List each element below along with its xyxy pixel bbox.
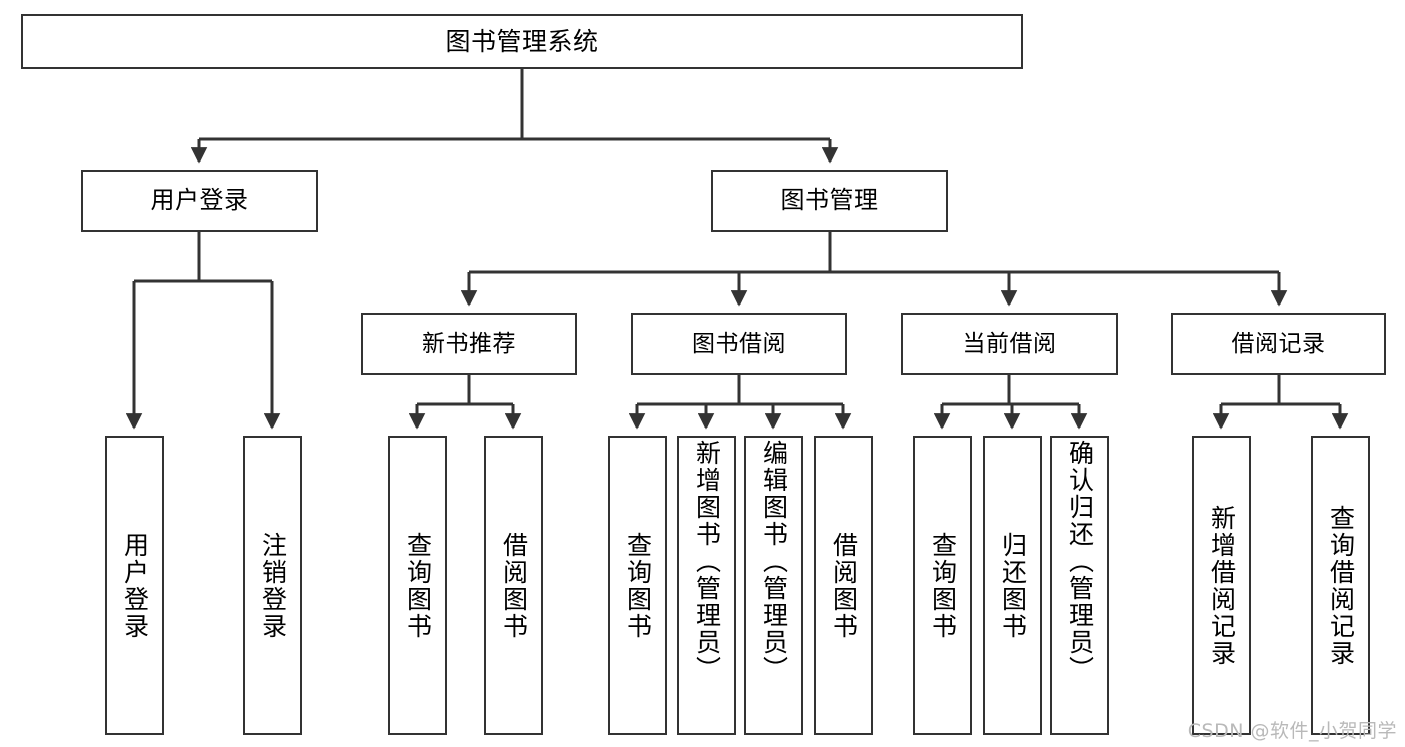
node-label: 用户登录 xyxy=(120,531,150,640)
node-label: 新书推荐 xyxy=(422,330,516,357)
node-label: 图书借阅 xyxy=(692,330,786,357)
node-new-book-recommend[interactable]: 新书推荐 xyxy=(361,313,577,375)
node-label: 查询图书 xyxy=(928,531,958,640)
node-book-borrow[interactable]: 图书借阅 xyxy=(631,313,847,375)
node-leaf-add-borrow-record[interactable]: 新增借阅记录 xyxy=(1192,436,1251,735)
node-label: 注销登录 xyxy=(258,531,288,640)
node-label: 借阅图书 xyxy=(499,531,529,640)
node-leaf-edit-book-admin[interactable]: 编辑图书（管理员） xyxy=(744,436,803,735)
node-leaf-query-book-borrow[interactable]: 查询图书 xyxy=(608,436,667,735)
node-leaf-confirm-return-admin[interactable]: 确认归还（管理员） xyxy=(1050,436,1109,735)
node-label: 图书管理 xyxy=(780,186,879,215)
node-leaf-add-book-admin[interactable]: 新增图书（管理员） xyxy=(677,436,736,735)
node-label: 查询借阅记录 xyxy=(1326,504,1356,667)
node-user-login[interactable]: 用户登录 xyxy=(81,170,318,232)
node-borrow-record[interactable]: 借阅记录 xyxy=(1171,313,1386,375)
watermark-text: CSDN @软件_小贺同学 xyxy=(1187,720,1397,742)
node-leaf-borrow-book-recommend[interactable]: 借阅图书 xyxy=(484,436,543,735)
node-label: 确认归还（管理员） xyxy=(1065,440,1095,683)
node-leaf-query-borrow-record[interactable]: 查询借阅记录 xyxy=(1311,436,1370,735)
node-label: 借阅图书 xyxy=(829,531,859,640)
node-leaf-user-login[interactable]: 用户登录 xyxy=(105,436,164,735)
node-root-system[interactable]: 图书管理系统 xyxy=(21,14,1023,69)
node-label: 新增图书（管理员） xyxy=(692,440,722,683)
node-label: 查询图书 xyxy=(623,531,653,640)
node-label: 新增借阅记录 xyxy=(1207,504,1237,667)
node-label: 查询图书 xyxy=(403,531,433,640)
node-current-borrow[interactable]: 当前借阅 xyxy=(901,313,1118,375)
node-book-management[interactable]: 图书管理 xyxy=(711,170,948,232)
node-label: 借阅记录 xyxy=(1231,330,1326,357)
node-label: 编辑图书（管理员） xyxy=(759,440,789,683)
node-label: 用户登录 xyxy=(150,186,249,215)
node-leaf-query-book-current[interactable]: 查询图书 xyxy=(913,436,972,735)
node-leaf-return-book[interactable]: 归还图书 xyxy=(983,436,1042,735)
node-leaf-query-book-recommend[interactable]: 查询图书 xyxy=(388,436,447,735)
node-leaf-borrow-book[interactable]: 借阅图书 xyxy=(814,436,873,735)
node-label: 当前借阅 xyxy=(962,330,1057,357)
node-label: 归还图书 xyxy=(998,531,1028,640)
node-leaf-logout[interactable]: 注销登录 xyxy=(243,436,302,735)
node-label: 图书管理系统 xyxy=(445,27,599,56)
